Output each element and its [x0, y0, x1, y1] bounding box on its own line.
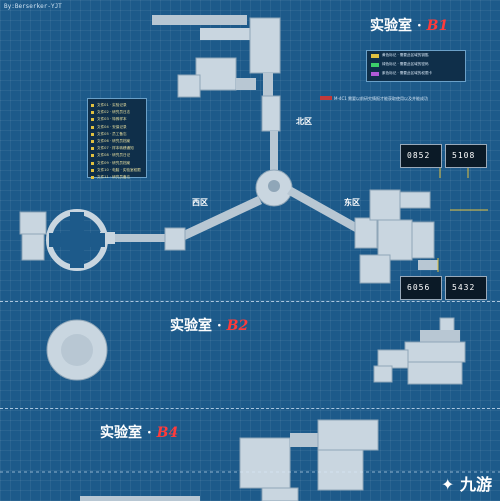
- room: [249, 17, 281, 74]
- legend-bullet: [91, 154, 94, 158]
- legend-item: 文件05 · 员工备忘: [88, 131, 146, 138]
- key-legend: 黄色标记 · 需要此区域的钥匙 绿色标记 · 需要此区域的密码 紫色标记 · 需…: [366, 50, 466, 82]
- key-legend-row: 黄色标记 · 需要此区域的钥匙: [367, 51, 465, 60]
- key-legend-row: 紫色标记 · 需要此区域的权限卡: [367, 69, 465, 78]
- code-terminal: 5432: [445, 276, 487, 300]
- room: [200, 28, 250, 40]
- site-watermark: ✦ 九游: [441, 475, 492, 494]
- floor-divider: [0, 408, 500, 409]
- hub-core: [268, 180, 280, 192]
- code-terminal: 6056: [400, 276, 442, 300]
- room: [411, 221, 435, 259]
- corridor: [263, 73, 273, 103]
- legend-item: 文件09 · 研究员档案: [88, 160, 146, 167]
- document-legend: 文件01 · 实验记录 文件02 · 研究员日志 文件03 · 特殊样本 文件0…: [87, 98, 147, 181]
- key-legend-row: 绿色标记 · 需要此区域的密码: [367, 60, 465, 69]
- legend-item: 文件04 · 安保记录: [88, 124, 146, 131]
- legend-bullet: [91, 118, 94, 122]
- room: [317, 419, 379, 451]
- weapon-icon: [320, 96, 332, 100]
- legend-bullet: [91, 132, 94, 136]
- legend-bullet: [91, 125, 94, 129]
- room: [19, 211, 47, 235]
- west-corridor: [181, 196, 262, 240]
- weapon-note: M-4C1 需要以前研究情报才能获取使用以及并能成功: [334, 96, 429, 101]
- corridor: [80, 496, 200, 501]
- legend-item: 文件11 · 研究员备忘: [88, 174, 146, 181]
- corridor: [152, 15, 247, 25]
- legend-bullet: [91, 104, 94, 108]
- corridor: [236, 78, 256, 90]
- room: [377, 219, 413, 261]
- room: [373, 365, 393, 383]
- ring-gap: [49, 233, 105, 247]
- code-terminal: 5108: [445, 144, 487, 168]
- watermark-logo-icon: ✦: [441, 475, 455, 494]
- corridor: [420, 330, 460, 342]
- b4-floor-plan: [0, 419, 500, 501]
- room: [261, 487, 299, 501]
- room: [177, 74, 201, 98]
- room: [399, 191, 431, 209]
- room: [369, 189, 401, 221]
- room: [359, 254, 391, 284]
- zone-label-east: 东区: [344, 198, 360, 207]
- legend-bullet: [91, 140, 94, 144]
- legend-bullet: [91, 161, 94, 165]
- legend-bullet: [91, 111, 94, 115]
- legend-item: 文件06 · 研究员档案: [88, 138, 146, 145]
- east-corridor: [287, 187, 360, 232]
- room: [21, 233, 45, 261]
- zone-label-north: 北区: [296, 117, 312, 126]
- legend-item: 文件10 · 电脑 · 实验室权限: [88, 167, 146, 174]
- b2-chamber-core: [61, 334, 93, 366]
- north-corridor: [270, 131, 278, 171]
- b2-floor-plan: [46, 317, 466, 385]
- legend-item: 文件02 · 研究员日志: [88, 109, 146, 116]
- west-corridor: [88, 234, 184, 242]
- room: [377, 349, 409, 369]
- room: [261, 95, 281, 132]
- room: [407, 361, 463, 385]
- b1-floor-plan: [19, 15, 488, 284]
- code-terminal: 0852: [400, 144, 442, 168]
- room: [404, 341, 466, 363]
- purple-key-swatch: [371, 71, 379, 76]
- legend-item: 文件03 · 特殊样本: [88, 116, 146, 123]
- author-credit: By:Berserker-YJT: [4, 3, 62, 10]
- room: [195, 57, 237, 91]
- green-key-swatch: [371, 62, 379, 67]
- room: [239, 437, 291, 489]
- legend-bullet: [91, 147, 94, 151]
- legend-item: 文件01 · 实验记录: [88, 102, 146, 109]
- corridor: [418, 260, 438, 270]
- yellow-key-swatch: [371, 53, 379, 58]
- legend-item: 文件07 · 样本转移通知: [88, 145, 146, 152]
- legend-bullet: [91, 168, 94, 172]
- floor-title-b2: 实验室 · B2: [170, 318, 249, 334]
- floor-title-b1: 实验室 · B1: [370, 18, 449, 34]
- zone-label-west: 西区: [192, 198, 208, 207]
- floor-title-b4: 实验室 · B4: [100, 425, 179, 441]
- floor-divider: [0, 301, 500, 302]
- room: [164, 227, 186, 251]
- room: [354, 217, 378, 249]
- legend-item: 文件08 · 研究员日记: [88, 152, 146, 159]
- room: [317, 449, 364, 491]
- legend-bullet: [91, 175, 94, 179]
